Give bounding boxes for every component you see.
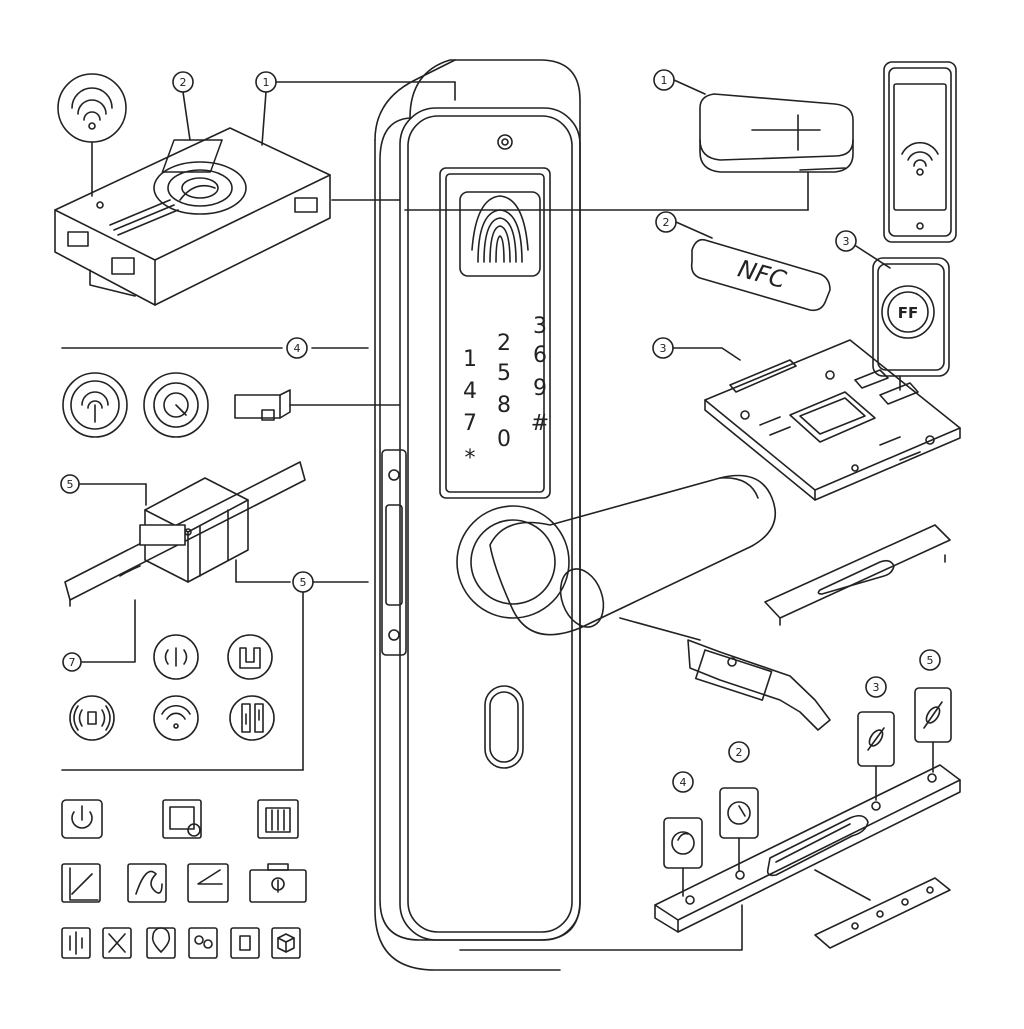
lower-strike-plate	[814, 869, 951, 949]
key-0[interactable]: 0	[497, 427, 511, 452]
callout-right-card: 1	[653, 69, 706, 95]
tools-icon	[102, 927, 132, 959]
sound-wave-icon	[69, 695, 115, 741]
camera-lens-icon	[497, 134, 513, 150]
power-icon	[61, 799, 103, 839]
battery-icon	[249, 863, 307, 903]
svg-text:7: 7	[69, 656, 76, 669]
key-2[interactable]: 2	[497, 331, 511, 356]
key-8[interactable]: 8	[497, 393, 511, 418]
wifi-icon	[153, 695, 199, 741]
callout-actuator-bottom: 7	[62, 599, 136, 672]
key-hash[interactable]: #	[531, 411, 549, 436]
pen-edit-icon	[61, 863, 101, 903]
target-ring-icon	[143, 372, 209, 438]
svg-text:2: 2	[736, 746, 743, 759]
svg-text:5: 5	[927, 654, 934, 667]
adjust-icon	[229, 695, 275, 741]
callout-pcb: 3	[652, 337, 741, 361]
key-card-reader	[699, 93, 854, 173]
location-icon	[146, 927, 176, 959]
people-icon	[188, 927, 218, 959]
circuit-board	[704, 339, 961, 501]
svg-text:3: 3	[660, 342, 667, 355]
radio-wave-icon	[153, 634, 199, 680]
signature-icon	[127, 863, 167, 903]
nfc-tag: NFC	[690, 238, 831, 312]
key-4[interactable]: 4	[463, 379, 477, 404]
key-1[interactable]: 1	[463, 347, 477, 372]
svg-text:4: 4	[680, 776, 687, 789]
bracket-icon	[227, 634, 273, 680]
key-star[interactable]: *	[465, 446, 476, 471]
callout-actuator-mid: 5	[61, 559, 369, 771]
key-cylinder	[484, 685, 524, 769]
callout-strike-5: 5	[919, 649, 941, 671]
building-icon	[257, 799, 299, 839]
screw-cover-3	[857, 711, 895, 801]
mortise-bolt	[619, 617, 831, 731]
leader-lock-bottom	[459, 904, 743, 951]
actuator-bolt	[64, 461, 306, 607]
svg-text:FF: FF	[898, 304, 919, 322]
svg-text:5: 5	[300, 576, 307, 589]
keypad: 3 2 6 1 5 9 4 8 # 7 0 *	[463, 314, 549, 471]
nfc-ring-icon	[62, 372, 128, 438]
svg-text:1: 1	[263, 76, 270, 89]
svg-text:3: 3	[843, 235, 850, 248]
nfc-reader-pad: FF	[872, 257, 950, 391]
svg-text:2: 2	[663, 216, 670, 229]
svg-text:3: 3	[873, 681, 880, 694]
fingerprint-sensor	[459, 191, 541, 277]
side-latch-plate	[381, 449, 407, 656]
callout-strike-2: 2	[728, 741, 750, 763]
key-9[interactable]: 9	[533, 376, 547, 401]
callout-nfc-reader: 3	[835, 230, 891, 269]
screw-cover-2	[719, 787, 759, 871]
arrow-icon	[187, 863, 229, 903]
callout-nfc: 2	[655, 211, 713, 239]
callout-actuator-top: 5	[60, 474, 147, 506]
callout-center-top: 1	[255, 71, 456, 146]
connector-icon	[234, 389, 401, 421]
callout-strike-3: 3	[865, 676, 887, 698]
control-module	[54, 127, 331, 306]
screw-cover-5	[914, 687, 952, 773]
key-5[interactable]: 5	[497, 361, 511, 386]
callout-left-top: 2	[172, 71, 194, 141]
svg-text:4: 4	[294, 342, 301, 355]
callout-divider: 4	[61, 337, 369, 359]
wifi-signal-icon	[57, 73, 127, 197]
touch-panel	[439, 167, 551, 499]
key-7[interactable]: 7	[463, 411, 477, 436]
bars-icon	[61, 927, 91, 959]
main-strike-plate	[654, 764, 961, 933]
frame-icon	[230, 927, 260, 959]
door-handle[interactable]	[456, 474, 777, 636]
svg-text:5: 5	[67, 478, 74, 491]
screen-icon	[162, 799, 202, 839]
svg-text:1: 1	[661, 74, 668, 87]
smartphone	[883, 61, 957, 243]
cube-icon	[271, 927, 301, 959]
screw-cover-4	[663, 817, 703, 897]
upper-strike-plate	[764, 524, 951, 626]
callout-strike-4: 4	[672, 771, 694, 793]
key-3[interactable]: 3	[533, 314, 547, 339]
svg-text:NFC: NFC	[735, 254, 789, 294]
key-6[interactable]: 6	[533, 343, 547, 368]
lock-body	[374, 59, 581, 971]
svg-text:2: 2	[180, 76, 187, 89]
